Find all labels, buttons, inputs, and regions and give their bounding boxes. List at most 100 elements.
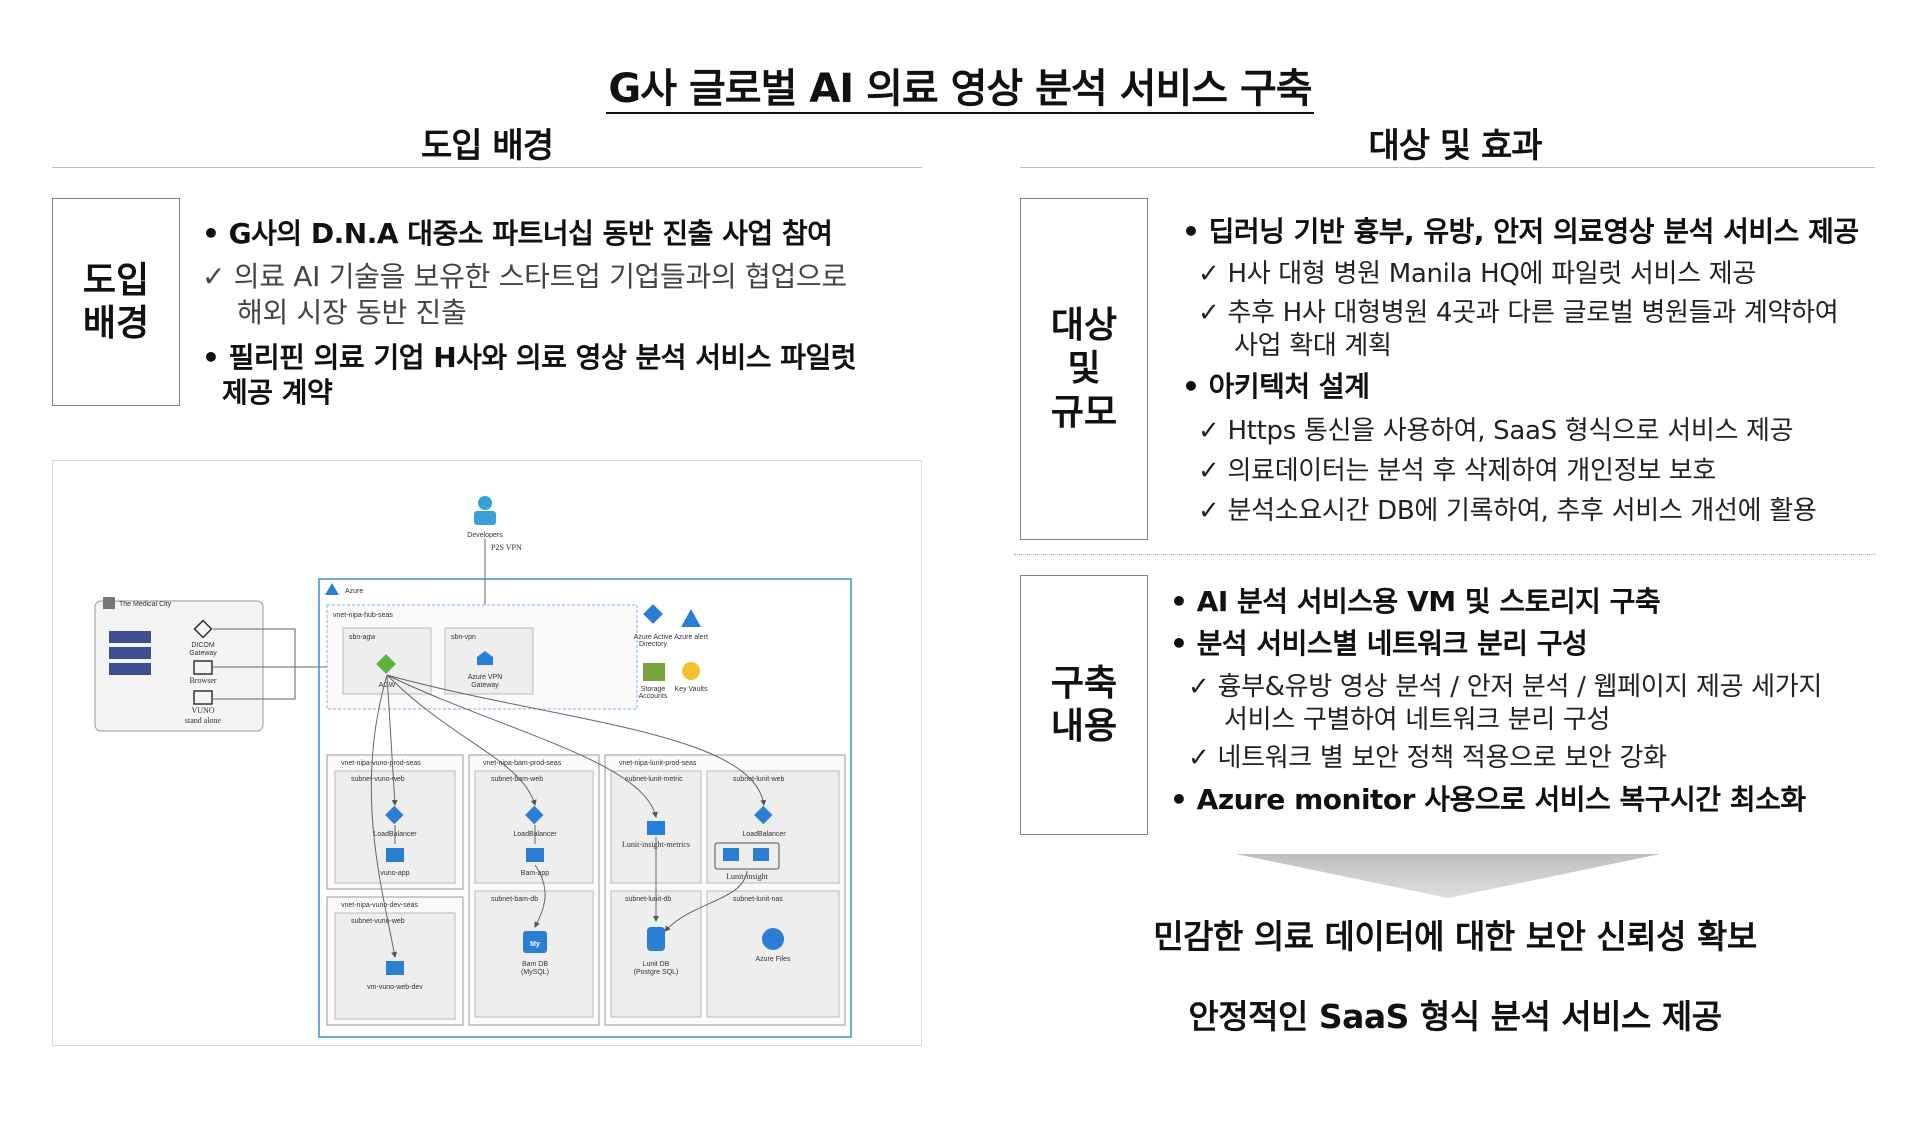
- vm-icon-bam: [526, 848, 544, 862]
- azure-files-icon: [762, 928, 784, 950]
- vpngw-label-1: Azure VPN: [468, 674, 503, 681]
- storage-label-2: Accounts: [639, 693, 668, 700]
- lunit-db-label-2: (Postgre SQL): [634, 969, 679, 976]
- sub-lunit-metric-label: subnet-lunit-metric: [625, 776, 683, 783]
- bam-prod-label: vnet-nipa-bam-prod-seas: [483, 760, 562, 767]
- browser-label: Browser: [189, 676, 216, 685]
- target-bullet-1: • 딥러닝 기반 흉부, 유방, 안저 의료영상 분석 서비스 제공: [1182, 215, 1859, 248]
- vm-dev-label: vm-vuno-web-dev: [367, 984, 423, 991]
- target-check-1: ✓ H사 대형 병원 Manila HQ에 파일럿 서비스 제공: [1198, 259, 1756, 289]
- azure-label: Azure: [345, 588, 363, 595]
- target-check-2-cont: 사업 확대 계획: [1234, 331, 1392, 361]
- bam-db-label-2: (MySQL): [521, 969, 549, 976]
- build-check-1: ✓ 흉부&유방 영상 분석 / 안저 분석 / 웹페이지 제공 세가지: [1188, 672, 1823, 702]
- left-bullet-1: • G사의 D.N.A 대중소 파트너십 동반 진출 사업 참여: [202, 217, 833, 250]
- sbn-vpn-box: [444, 627, 534, 695]
- result-1: 민감한 의료 데이터에 대한 보안 신뢰성 확보: [1153, 917, 1757, 956]
- azure-logo-icon: [325, 583, 339, 595]
- sub-vuno-web-label: subnet-vuno-web: [351, 776, 405, 783]
- lb-icon-vuno: [385, 805, 404, 825]
- storage-icon: [643, 663, 665, 681]
- sub-bam-web-label: subnet-bam-web: [491, 776, 543, 783]
- vuno-prod-label: vnet-nipa-vuno-prod-seas: [341, 760, 421, 767]
- vm-icon-metrics: [647, 821, 665, 835]
- lb-icon-lunit: [754, 805, 773, 825]
- agw-icon: [376, 654, 396, 674]
- insight-label: Lunit-insight: [726, 872, 769, 881]
- build-bullet-3: • Azure monitor 사용으로 서비스 복구시간 최소화: [1170, 783, 1806, 816]
- aad-label-2: Directory: [639, 641, 668, 648]
- browser-icon: [193, 660, 213, 675]
- alert-icon: [681, 609, 701, 627]
- result-arrow-icon: [1236, 854, 1660, 898]
- sub-vuno-web-dev-label: subnet-vuno-web: [351, 918, 405, 925]
- left-check-1-cont: 해외 시장 동반 진출: [237, 296, 467, 329]
- page-title: G사 글로벌 AI 의료 영상 분석 서비스 구축: [606, 66, 1314, 114]
- lb-label-lunit: LoadBalancer: [742, 831, 786, 838]
- left-divider: [52, 167, 922, 168]
- lunit-db-label-1: Lunit DB: [643, 961, 670, 968]
- aad-icon: [643, 604, 663, 624]
- vuno-app-label: vuno-app: [380, 870, 409, 877]
- aad-label-1: Azure Active: [634, 634, 673, 641]
- build-label-box: 구축 내용: [1020, 575, 1148, 835]
- architecture-diagram: Developers P2S VPN The Medical City DICO…: [52, 460, 922, 1046]
- storage-label-1: Storage: [641, 686, 666, 693]
- left-check-1: ✓ 의료 AI 기술을 보유한 스타트업 기업들과의 협업으로: [202, 260, 847, 293]
- vuno-pc-icon: [193, 690, 213, 705]
- intro-label-box: 도입 배경: [52, 198, 180, 406]
- sub-lunit-nas-label: subnet-lunit-nas: [733, 896, 783, 903]
- target-check-4: ✓ 의료데이터는 분석 후 삭제하여 개인정보 보호: [1198, 456, 1717, 486]
- azure-frame: [318, 578, 852, 1038]
- right-dotted-divider: [1014, 554, 1876, 555]
- vm-icon-vuno: [386, 848, 404, 862]
- build-bullet-1: • AI 분석 서비스용 VM 및 스토리지 구축: [1170, 585, 1661, 618]
- azure-files-label: Azure Files: [755, 956, 791, 963]
- sub-lunit-db-label: subnet-lunit-db: [625, 896, 671, 903]
- dicom-label: DICOM: [191, 642, 215, 649]
- build-check-1-cont: 서비스 구별하여 네트워크 분리 구성: [1224, 705, 1611, 735]
- dicom-icon: [193, 619, 213, 639]
- build-bullet-2: • 분석 서비스별 네트워크 분리 구성: [1170, 627, 1588, 660]
- vpngw-label-2: Gateway: [471, 682, 499, 689]
- target-check-3: ✓ Https 통신을 사용하여, SaaS 형식으로 서비스 제공: [1198, 416, 1794, 446]
- left-bullet-2-cont: 제공 계약: [222, 376, 333, 409]
- mysql-my: My: [530, 941, 540, 948]
- p2s-label: P2S VPN: [491, 543, 522, 552]
- sub-bam-db-label: subnet-bam-db: [491, 896, 538, 903]
- right-divider: [1020, 167, 1875, 168]
- build-check-2: ✓ 네트워크 별 보안 정책 적용으로 보안 강화: [1188, 743, 1667, 773]
- result-2: 안정적인 SaaS 형식 분석 서비스 제공: [1188, 997, 1722, 1036]
- medical-city-label: The Medical City: [119, 601, 172, 608]
- lb-icon-bam: [525, 805, 544, 825]
- target-check-2: ✓ 추후 H사 대형병원 4곳과 다른 글로벌 병원들과 계약하여: [1198, 298, 1839, 328]
- server-icon: [109, 631, 151, 675]
- hub-label: vnet-nipa-hub-seas: [333, 612, 393, 619]
- lunit-prod-label: vnet-nipa-lunit-prod-seas: [619, 760, 697, 767]
- vm-icon-insight: [723, 848, 769, 861]
- dicom-gateway-label: Gateway: [189, 650, 217, 657]
- vuno-dev-label: vnet-nipa-vuno-dev-seas: [341, 902, 419, 909]
- keyvault-label: Key Vaults: [675, 686, 708, 693]
- postgres-icon: [647, 927, 665, 951]
- target-bullet-2: • 아키텍처 설계: [1182, 370, 1370, 403]
- alert-label: Azure alert: [674, 634, 708, 641]
- vm-icon-dev: [386, 961, 404, 975]
- architecture-svg: Developers P2S VPN The Medical City DICO…: [94, 496, 852, 1038]
- mysql-icon: [523, 931, 547, 953]
- target-check-5: ✓ 분석소요시간 DB에 기록하여, 추후 서비스 개선에 활용: [1198, 496, 1817, 526]
- sub-lunit-web-label: subnet-lunit-web: [733, 776, 784, 783]
- standalone-label: stand alone: [185, 716, 222, 725]
- bam-db-label-1: Bam DB: [522, 961, 548, 968]
- vpn-gateway-icon: [477, 651, 493, 665]
- right-heading: 대상 및 효과: [1368, 126, 1542, 166]
- left-bullet-2: • 필리핀 의료 기업 H사와 의료 영상 분석 서비스 파일럿: [202, 341, 857, 374]
- developer-icon: [474, 496, 496, 525]
- target-label-box: 대상 및 규모: [1020, 198, 1148, 540]
- bam-app-label: Bam-app: [521, 870, 550, 877]
- sbn-agw-label: sbn-agw: [349, 634, 376, 641]
- developers-label: Developers: [467, 532, 503, 539]
- vuno-label: VUNO: [191, 706, 214, 715]
- building-icon: [103, 597, 115, 609]
- sbn-vpn-label: sbn-vpn: [451, 634, 476, 641]
